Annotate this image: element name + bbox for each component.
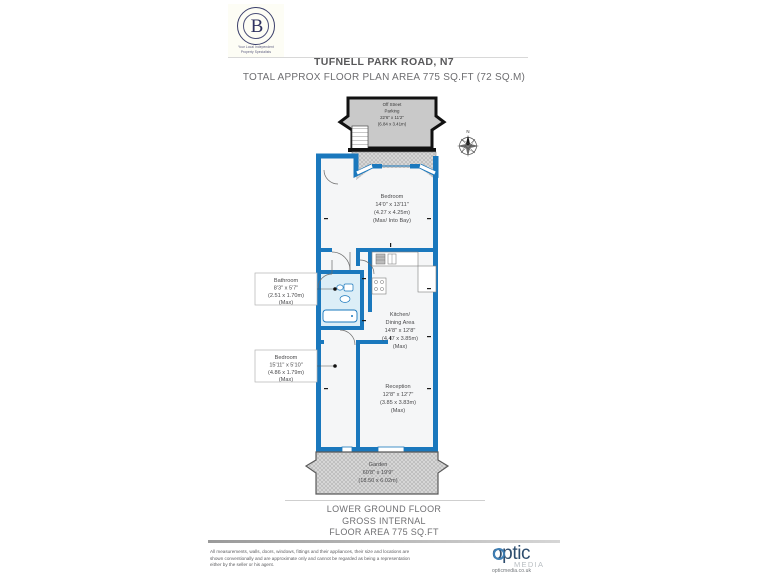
compass-north-label: N [466, 129, 469, 134]
bedroom-front-name: Bedroom [381, 194, 404, 200]
bedroom-rear-name: Bedroom [275, 355, 298, 361]
kitchen-name-line-1: Kitchen/ [390, 312, 411, 318]
bedroom-rear-callout: Bedroom 15'11" x 5'10" (4.86 x 1.79m) (M… [254, 349, 337, 383]
footer-divider-bottom [208, 540, 560, 543]
bathroom-metric: (2.51 x 1.70m) [268, 293, 304, 299]
reception-metric: (3.85 x 3.83m) [380, 400, 416, 406]
reception-name: Reception [385, 384, 410, 390]
bathroom-name: Bathroom [274, 278, 299, 284]
page-subtitle: TOTAL APPROX FLOOR PLAN AREA 775 SQ.FT (… [242, 72, 526, 83]
disclaimer-text: All measurements, walls, doors, windows,… [210, 549, 470, 569]
kitchen-imperial: 14'8" x 12'8" [385, 328, 416, 334]
disclaimer-line-3: either by the seller or his agent. [210, 562, 275, 568]
bedroom-rear-note: (Max) [279, 377, 293, 383]
kitchen-fittings [359, 251, 437, 295]
door-swings [323, 169, 351, 271]
disclaimer-line-2: shown conventionally and are approximate… [210, 555, 410, 561]
exterior-walls [316, 153, 439, 452]
parking-area: Off Street Parking 22'6" x 11'2" (6.84 x… [337, 96, 447, 153]
compass-rose-icon: N [457, 129, 479, 157]
parking-label-line-1: Off Street [383, 102, 402, 107]
disclaimer-line-1: All measurements, walls, doors, windows,… [210, 549, 410, 554]
logo-inner-circle-icon: B [243, 13, 269, 39]
footer-divider-top [285, 500, 485, 501]
kitchen-note: (Max) [393, 344, 407, 350]
floor-plan-drawing: Off Street Parking 22'6" x 11'2" (6.84 x… [254, 96, 479, 495]
reception-imperial: 12'8" x 12'7" [383, 392, 414, 398]
interior-walls [316, 248, 436, 448]
garden-area: Garden 60'8" x 19'9" (18.50 x 6.02m) [304, 451, 450, 495]
bathroom-callout: Bathroom 8'3" x 5'7" (2.51 x 1.70m) (Max… [254, 272, 337, 306]
opticmedia-logo[interactable]: optic MEDIA opticmedia.co.uk [492, 544, 568, 574]
kitchen-label: Kitchen/ Dining Area 14'8" x 12'8" (4.47… [382, 312, 418, 350]
floor-summary-line-2: GROSS INTERNAL [342, 515, 426, 526]
bathroom-note: (Max) [279, 300, 293, 306]
logo-circle-icon: B [237, 7, 275, 45]
bedroom-front-note: (Max/ Into Bay) [373, 218, 411, 224]
bathroom-imperial: 8'3" x 5'7" [274, 286, 298, 292]
floor-summary-line-1: LOWER GROUND FLOOR [326, 504, 442, 514]
parking-label-line-2: Parking [385, 109, 400, 114]
header-divider [228, 57, 528, 58]
reception-label: Reception 12'8" x 12'7" (3.85 x 3.83m) (… [380, 384, 416, 414]
bedroom-rear-metric: (4.86 x 1.79m) [268, 370, 304, 376]
opticmedia-o-ring-icon [493, 548, 505, 560]
floor-summary-line-3: FLOOR AREA 775 SQ.FT [329, 527, 439, 537]
kitchen-metric: (4.47 x 3.85m) [382, 336, 418, 342]
logo-tagline-line-2: Property Specialists [240, 49, 272, 54]
bedroom-front-label: Bedroom 14'0" x 13'11" (4.27 x 4.25m) (M… [373, 194, 411, 224]
garden-metric: (18.50 x 6.02m) [358, 478, 397, 484]
logo-tagline: Your Local Independent Property Speciali… [228, 45, 284, 54]
garden-imperial: 60'8" x 19'9" [363, 470, 394, 476]
parking-dimensions-metric: (6.84 x 3.41m) [378, 122, 407, 127]
floor-summary: LOWER GROUND FLOOR GROSS INTERNAL FLOOR … [0, 504, 768, 539]
reception-note: (Max) [391, 408, 405, 414]
logo-tagline-line-1: Your Local Independent [238, 45, 274, 49]
bedroom-rear-imperial: 15'11" x 5'10" [269, 363, 302, 369]
dimension-ticks [324, 218, 431, 390]
opticmedia-url: opticmedia.co.uk [492, 568, 532, 574]
garden-name: Garden [369, 462, 388, 468]
opticmedia-media-word: MEDIA [514, 560, 545, 569]
building-interior [318, 156, 436, 448]
agency-logo: B Your Local Independent Property Specia… [228, 4, 284, 58]
page-title: TUFNELL PARK ROAD, N7 [314, 56, 454, 68]
parking-dimensions-imperial: 22'6" x 11'2" [380, 115, 404, 120]
bedroom-front-imperial: 14'0" x 13'11" [375, 202, 408, 208]
logo-letter: B [250, 16, 264, 37]
bathroom-room [317, 260, 360, 346]
kitchen-name-line-2: Dining Area [386, 320, 416, 326]
bedroom-front-metric: (4.27 x 4.25m) [374, 210, 410, 216]
